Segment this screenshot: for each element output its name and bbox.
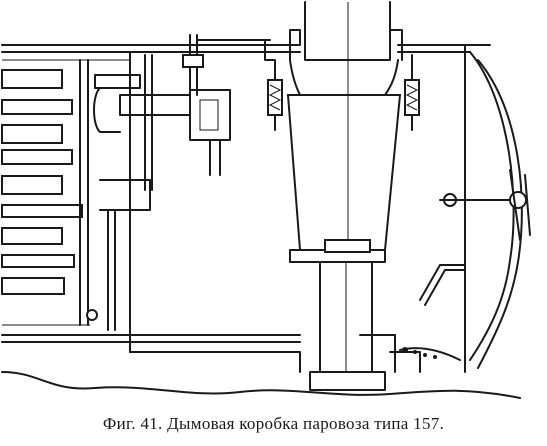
steam-pipes bbox=[86, 54, 153, 331]
blower-valve bbox=[182, 34, 271, 96]
deflector-plate bbox=[399, 264, 466, 361]
smokebox-top bbox=[397, 44, 491, 373]
blast-pipe bbox=[309, 239, 396, 391]
smokebox-door bbox=[439, 51, 531, 369]
spark-arrester-springs bbox=[264, 39, 420, 131]
figure-caption: Фиг. 41. Дымовая коробка паровоза типа 1… bbox=[102, 414, 445, 433]
chimney bbox=[289, 1, 403, 96]
petticoat-cone bbox=[286, 94, 402, 263]
fire-tubes bbox=[1, 59, 89, 326]
smokebox-walls bbox=[129, 29, 421, 373]
smokebox-drawing bbox=[1, 1, 531, 399]
boiler-shell bbox=[1, 44, 301, 343]
smokebox-svg bbox=[1, 1, 531, 399]
bottom-break-line bbox=[1, 371, 521, 399]
superheater-header bbox=[93, 74, 231, 176]
